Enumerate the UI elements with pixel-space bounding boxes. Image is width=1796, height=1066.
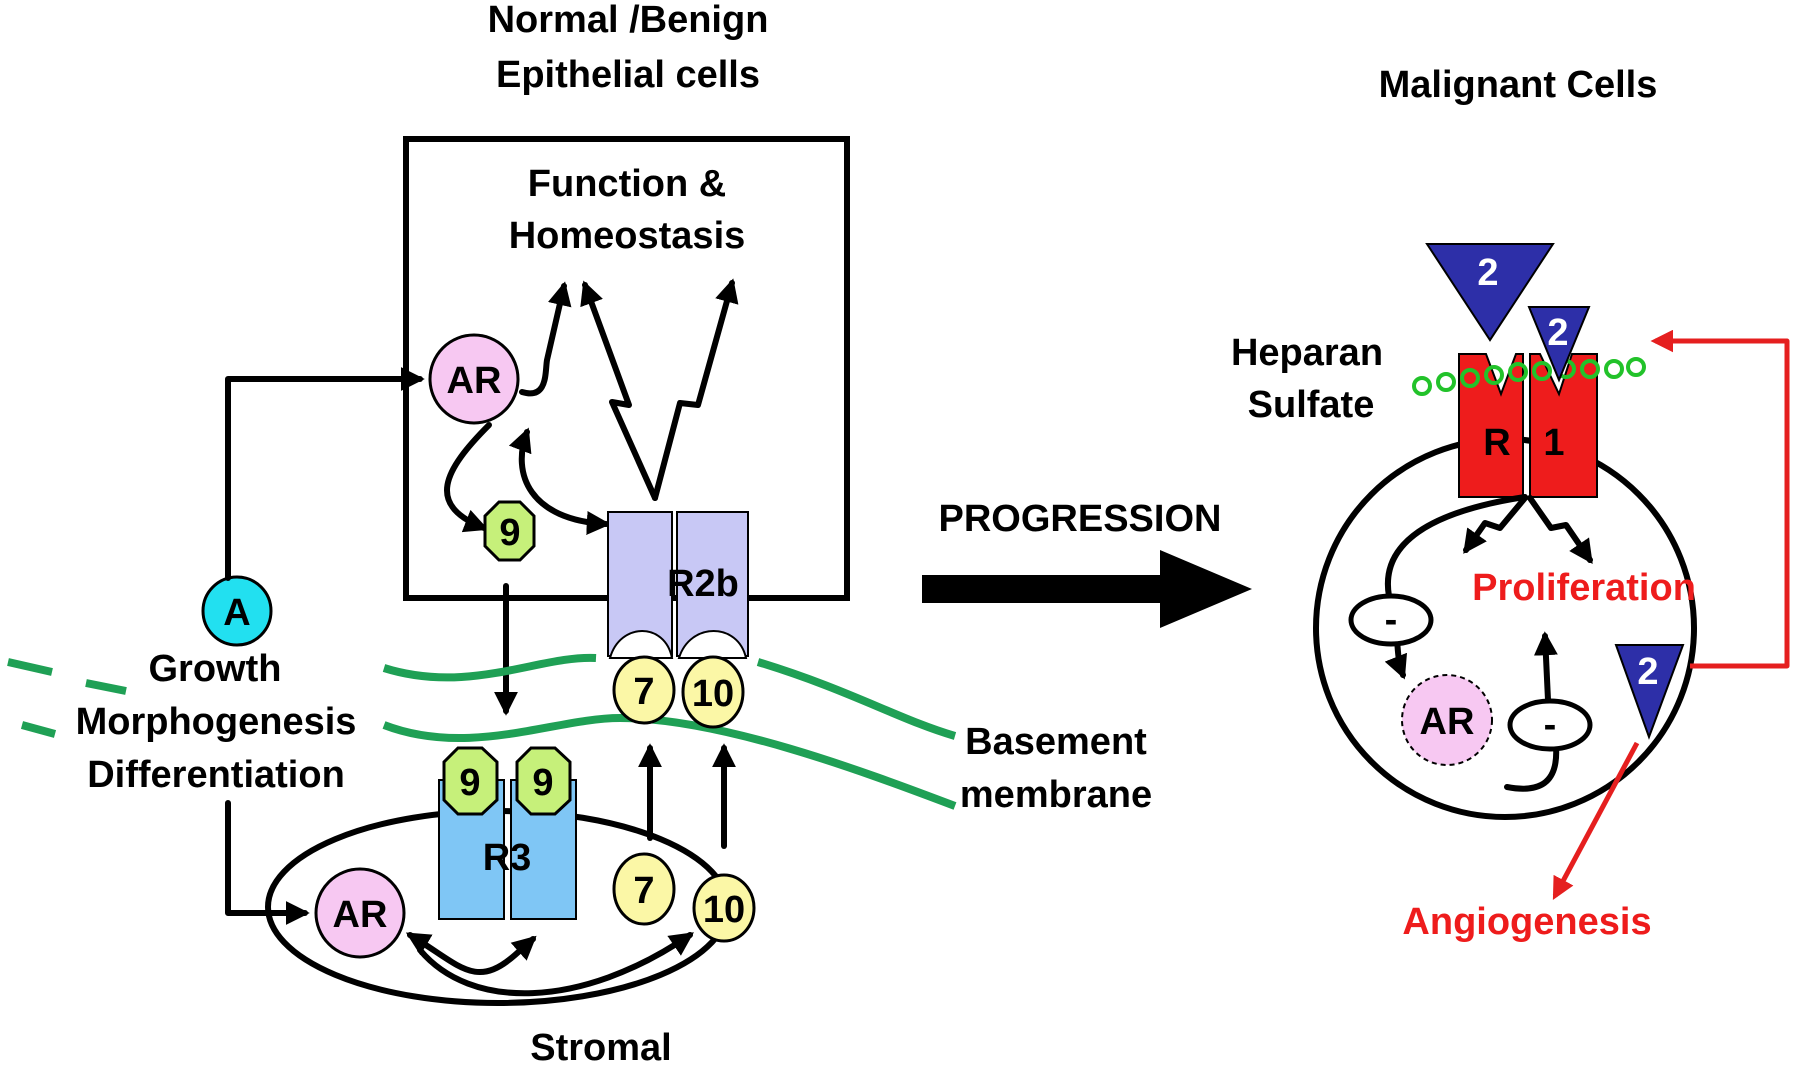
fgf2-triangle-internal (1614, 644, 1685, 740)
arrow-androgen-to-ar-epithelial (225, 367, 425, 581)
heparan-sulfate-bead (1484, 365, 1504, 385)
heparan-sulfate-bead (1580, 359, 1600, 379)
basement-membrane-label-line2: membrane (960, 774, 1152, 816)
fgf7-stromal-label: 7 (633, 870, 654, 912)
arrow-ar-r2b (508, 427, 611, 535)
ar-epithelial-label: AR (447, 360, 502, 402)
r1-receptor-left-half (1458, 353, 1524, 498)
fgf10-stromal-label: 10 (703, 889, 745, 931)
morphogenesis-label: Morphogenesis (76, 701, 357, 743)
heparan-sulfate-bead (1412, 376, 1432, 396)
fgf10-bound (681, 655, 745, 729)
ar-malignant (1401, 674, 1493, 766)
arrow-r2b-to-function-right (652, 278, 739, 501)
ar-stromal-label: AR (333, 894, 388, 936)
heparan-sulfate-bead (1508, 362, 1528, 382)
arrow-ar-r3 (405, 932, 537, 976)
r2b-label: R2b (667, 563, 739, 605)
r1-receptor-right-half (1529, 353, 1598, 498)
ar-stromal (314, 867, 406, 959)
heparan-sulfate-bead (1604, 359, 1624, 379)
fgf9-epithelial-label: 9 (499, 512, 520, 554)
angiogenesis-label: Angiogenesis (1402, 901, 1651, 943)
fgf2-triangle-bound (1527, 306, 1591, 383)
arrow-fgf2-feedback (1650, 329, 1790, 669)
r2b-right-binding-pocket (677, 630, 748, 659)
arrow-ar-to-fgf10 (417, 932, 694, 997)
heparan-sulfate-chain (1412, 357, 1646, 396)
proliferation-label: Proliferation (1472, 567, 1696, 609)
r1-receptor (1458, 353, 1598, 498)
arrow-ar-to-function (519, 281, 572, 397)
fgf2-triangle-top (1425, 243, 1555, 342)
stromal-label: Stromal (530, 1027, 671, 1066)
r2b-left-binding-pocket (608, 630, 674, 659)
arrow-r1-to-proliferation-right (1527, 495, 1593, 564)
ar-malignant-label: AR (1420, 701, 1475, 743)
r2b-receptor (607, 511, 749, 659)
inhibitor-bottom-label: - (1544, 704, 1557, 746)
fgf9-r3-right-label: 9 (532, 762, 553, 804)
ar-epithelial (428, 333, 520, 425)
heparan-sulfate-bead (1460, 368, 1480, 388)
basement-membrane-label-line1: Basement (965, 721, 1147, 763)
progression-arrow (922, 550, 1252, 628)
heparan-sulfate-bead (1436, 372, 1456, 392)
basement-membrane-upper (382, 653, 957, 740)
fgf7-bound (612, 655, 676, 725)
arrow-r1-to-proliferation-left (1463, 495, 1528, 554)
fgf9-epithelial (483, 500, 536, 562)
malignant-title: Malignant Cells (1379, 64, 1658, 106)
progression-label: PROGRESSION (939, 498, 1222, 540)
arrow-to-angiogenesis (1552, 741, 1640, 900)
fgf9-r3-right (515, 746, 572, 816)
inhibitor-top (1348, 593, 1434, 647)
function-label-line2: Homeostasis (509, 215, 746, 257)
fgf2-triangle-top-label: 2 (1477, 252, 1498, 294)
basement-membrane-left-dash (7, 658, 127, 738)
heparan-sulfate-bead (1626, 357, 1646, 377)
heparan-label-line1: Heparan (1231, 332, 1383, 374)
fgf10-stromal (692, 873, 756, 943)
fgf7-stromal (612, 852, 676, 926)
arrow-r2b-to-function-left (580, 280, 658, 501)
inhibitor-top-label: - (1385, 599, 1398, 641)
androgen-label: A (223, 592, 250, 634)
arrow-r1-to-ar-inhibited (1384, 494, 1528, 680)
fgf9-r3-left (442, 746, 499, 816)
heparan-sulfate-bead (1532, 361, 1552, 381)
differentiation-label: Differentiation (87, 754, 345, 796)
r1-label-right: 1 (1543, 422, 1564, 464)
fgf2-triangle-bound-label: 2 (1547, 312, 1568, 354)
fgf2-triangle-internal-label: 2 (1637, 651, 1658, 693)
arrow-ar-to-fgf9 (444, 422, 492, 533)
function-label-line1: Function & (528, 163, 726, 205)
androgen-circle (201, 575, 273, 647)
normal-title-line2: Epithelial cells (496, 54, 760, 96)
normal-title-line1: Normal /Benign (488, 0, 769, 41)
r1-label-left: R (1483, 422, 1510, 464)
heparan-label-line2: Sulfate (1248, 384, 1375, 426)
r3-label: R3 (483, 837, 532, 879)
inhibitor-bottom (1507, 698, 1593, 752)
fgf9-r3-left-label: 9 (459, 762, 480, 804)
growth-label: Growth (149, 648, 282, 690)
arrow-growth-to-ar-stromal (225, 800, 310, 925)
fgf7-bound-label: 7 (633, 671, 654, 713)
fgf10-bound-label: 10 (692, 673, 734, 715)
